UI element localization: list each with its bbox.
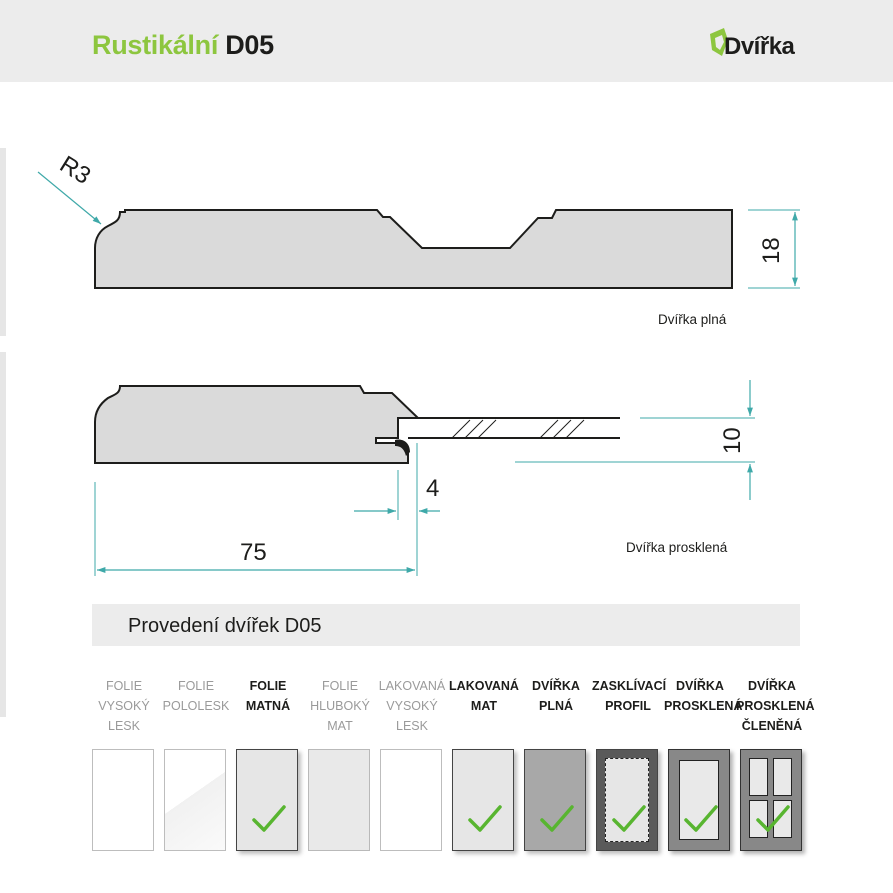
thickness-label: 18 bbox=[758, 237, 785, 264]
variant-sample bbox=[92, 749, 154, 851]
variant-item: ZASKLÍVACÍ PROFIL bbox=[592, 676, 667, 851]
variant-sample bbox=[236, 749, 298, 851]
variant-label-line: MAT bbox=[327, 719, 353, 733]
solid-caption: Dvířka plná bbox=[658, 312, 727, 327]
page-title-name: Rustikální bbox=[92, 30, 219, 60]
variant-item: DVÍŘKA PLNÁ bbox=[520, 676, 592, 851]
checkmark-icon bbox=[612, 805, 646, 832]
checkmark-icon bbox=[684, 805, 718, 832]
logo-text: Dvířka bbox=[724, 33, 795, 60]
variant-item: DVÍŘKA PROSKLENÁ bbox=[664, 676, 743, 851]
variant-label-line: MAT bbox=[470, 699, 498, 713]
variant-label-line: VYSOKÝ bbox=[98, 699, 150, 713]
variant-label-line: LESK bbox=[108, 719, 140, 733]
variant-item: LAKOVANÁ VYSOKÝ LESK bbox=[376, 676, 448, 851]
variant-label: LAKOVANÁ MAT bbox=[448, 676, 520, 740]
variant-label: DVÍŘKA PLNÁ bbox=[520, 676, 592, 740]
variant-label-line: LAKOVANÁ bbox=[378, 679, 446, 693]
glass-pane bbox=[749, 758, 768, 796]
variant-sample bbox=[740, 749, 802, 851]
variant-item: LAKOVANÁ MAT bbox=[448, 676, 520, 851]
variant-label-line: DVÍŘKA bbox=[532, 679, 580, 693]
variant-label-line: PLNÁ bbox=[538, 699, 574, 713]
glass-pane bbox=[773, 758, 792, 796]
solid-door-profile bbox=[94, 209, 733, 289]
variant-label: FOLIE POLOLESK bbox=[160, 676, 232, 740]
variant-label: ZASKLÍVACÍ PROFIL bbox=[592, 676, 667, 740]
variant-label: FOLIE MATNÁ bbox=[232, 676, 304, 740]
radius-label: R3 bbox=[55, 151, 95, 190]
width-label: 75 bbox=[240, 539, 267, 566]
page-title: Rustikální D05 bbox=[92, 30, 274, 61]
variant-label-line: FOLIE bbox=[249, 679, 287, 693]
checkmark-icon bbox=[468, 805, 502, 832]
variant-label-line: ZASKLÍVACÍ bbox=[592, 679, 667, 693]
gap-label: 4 bbox=[426, 475, 439, 502]
variant-sample bbox=[164, 749, 226, 851]
checkmark-icon bbox=[540, 805, 574, 832]
variant-item: FOLIE HLUBOKÝ MAT bbox=[304, 676, 376, 851]
variant-label-line: LAKOVANÁ bbox=[449, 679, 519, 693]
variant-label-line: POLOLESK bbox=[162, 699, 230, 713]
variant-item: FOLIE VYSOKÝ LESK bbox=[88, 676, 160, 851]
variant-label-line: FOLIE bbox=[321, 679, 359, 693]
glass-label: 10 bbox=[719, 427, 746, 454]
variant-label: DVÍŘKA PROSKLENÁ bbox=[664, 676, 743, 740]
glazed-door-profile bbox=[94, 385, 620, 464]
variant-sample bbox=[596, 749, 658, 851]
variant-label-line: ČLENĚNÁ bbox=[741, 719, 803, 733]
left-edge-mark bbox=[0, 148, 6, 336]
variant-label: LAKOVANÁ VYSOKÝ LESK bbox=[376, 676, 448, 740]
variant-sample bbox=[668, 749, 730, 851]
section-bar bbox=[92, 604, 800, 646]
profile-drawing: R3 18 10 4 75 bbox=[37, 151, 800, 576]
checkmark-icon bbox=[252, 805, 286, 832]
checkmark-icon bbox=[756, 805, 790, 832]
variant-label-line: DVÍŘKA bbox=[676, 679, 724, 693]
variant-label-line: HLUBOKÝ bbox=[310, 699, 370, 713]
variant-label-line: LESK bbox=[396, 719, 428, 733]
variant-label: FOLIE HLUBOKÝ MAT bbox=[304, 676, 376, 740]
logo-icon bbox=[710, 28, 728, 56]
radius-leader bbox=[37, 171, 102, 225]
variant-label-line: FOLIE bbox=[105, 679, 143, 693]
variant-sample bbox=[308, 749, 370, 851]
variant-item: FOLIE MATNÁ bbox=[232, 676, 304, 851]
variant-label-line: VYSOKÝ bbox=[386, 699, 438, 713]
variant-label-line: PROSKLENÁ bbox=[664, 699, 743, 713]
variant-label-line: PROFIL bbox=[605, 699, 651, 713]
section-title: Provedení dvířek D05 bbox=[128, 615, 322, 637]
variant-label-line: DVÍŘKA bbox=[748, 679, 796, 693]
variant-label: FOLIE VYSOKÝ LESK bbox=[88, 676, 160, 740]
variant-item: FOLIE POLOLESK bbox=[160, 676, 232, 851]
variant-label-line: FOLIE bbox=[177, 679, 215, 693]
left-edge-mark bbox=[0, 352, 6, 717]
variant-sample bbox=[452, 749, 514, 851]
variant-label: DVÍŘKA PROSKLENÁ ČLENĚNÁ bbox=[736, 676, 815, 740]
variant-label-line: MATNÁ bbox=[245, 699, 291, 713]
page-title-code: D05 bbox=[225, 30, 274, 60]
variant-label-line: PROSKLENÁ bbox=[736, 699, 815, 713]
glazed-caption: Dvířka prosklená bbox=[626, 540, 728, 555]
variant-sample bbox=[380, 749, 442, 851]
variant-item: DVÍŘKA PROSKLENÁ ČLENĚNÁ bbox=[736, 676, 815, 851]
variant-sample bbox=[524, 749, 586, 851]
header-bar: Rustikální D05 Dvířka bbox=[0, 0, 893, 82]
